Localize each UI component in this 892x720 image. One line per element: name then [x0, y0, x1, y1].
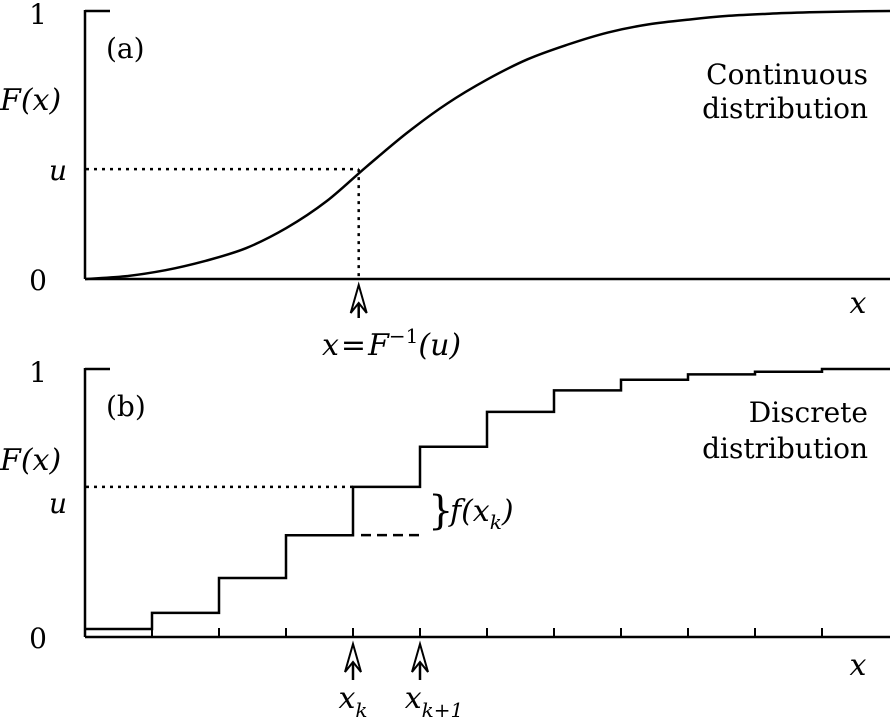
inverse-lhs: x — [322, 328, 339, 363]
panel-a-annotation-line2: distribution — [702, 92, 868, 125]
panel-b-ytick-u: u — [49, 487, 67, 520]
panel-b-x-ticks — [151, 628, 823, 637]
panel-b-ylabel: F(x) — [0, 443, 61, 478]
panel-b-step-cdf — [85, 367, 890, 631]
panel-b-pmf-label: f(xk) — [448, 494, 514, 534]
panel-b-label: (b) — [106, 390, 146, 423]
inverse-fn: F — [367, 328, 390, 363]
pmf-pre: f(x — [448, 494, 490, 529]
panel-a-xlabel: x — [850, 286, 867, 321]
arrow-head — [344, 640, 362, 673]
panel-b-xlabel: x — [850, 648, 867, 683]
panel-b-xk-arrow — [344, 640, 362, 680]
panel-a-ytick-0: 0 — [29, 264, 47, 297]
inverse-eq: = — [341, 328, 366, 363]
pmf-sub: k — [490, 510, 502, 534]
panel-b-annotation-line1: Discrete — [749, 396, 868, 429]
panel-b-ytick-1: 1 — [29, 356, 47, 389]
panel-a-inverse-label: x=F−1(u) — [322, 324, 461, 363]
panel-b-annotation-line2: distribution — [702, 432, 868, 465]
panel-b-ytick-0: 0 — [29, 622, 47, 655]
panel-a-inverse-arrow — [349, 281, 368, 318]
inverse-sup: −1 — [389, 324, 418, 348]
panel-a-annotation-line1: Continuous — [706, 58, 868, 91]
inverse-arg: (u) — [418, 328, 461, 363]
panel-b-xk1-label: xk+1 — [405, 681, 464, 720]
panel-a-ylabel: F(x) — [0, 83, 61, 118]
xk-base: x — [338, 681, 355, 716]
panel-a: 1 u 0 F(x) (a) Continuous distribution x… — [0, 0, 891, 363]
pmf-post: ) — [501, 494, 514, 529]
arrow-head — [411, 640, 429, 673]
panel-a-label: (a) — [106, 32, 145, 65]
xk-sub: k — [355, 698, 367, 720]
panel-b-xk1-arrow — [411, 640, 429, 680]
panel-a-cdf-curve — [84, 9, 891, 281]
panel-a-ytick-1: 1 — [29, 0, 47, 31]
panel-b: 1 u 0 F(x) (b) Discrete distribution x }… — [0, 356, 890, 720]
panel-b-xk-label: xk — [338, 681, 367, 720]
xk1-sub: k+1 — [422, 698, 464, 720]
arrow-head — [349, 281, 368, 314]
xk1-base: x — [405, 681, 422, 716]
panel-a-ytick-u: u — [49, 154, 67, 187]
panel-b-pmf-brace: } — [428, 488, 453, 534]
